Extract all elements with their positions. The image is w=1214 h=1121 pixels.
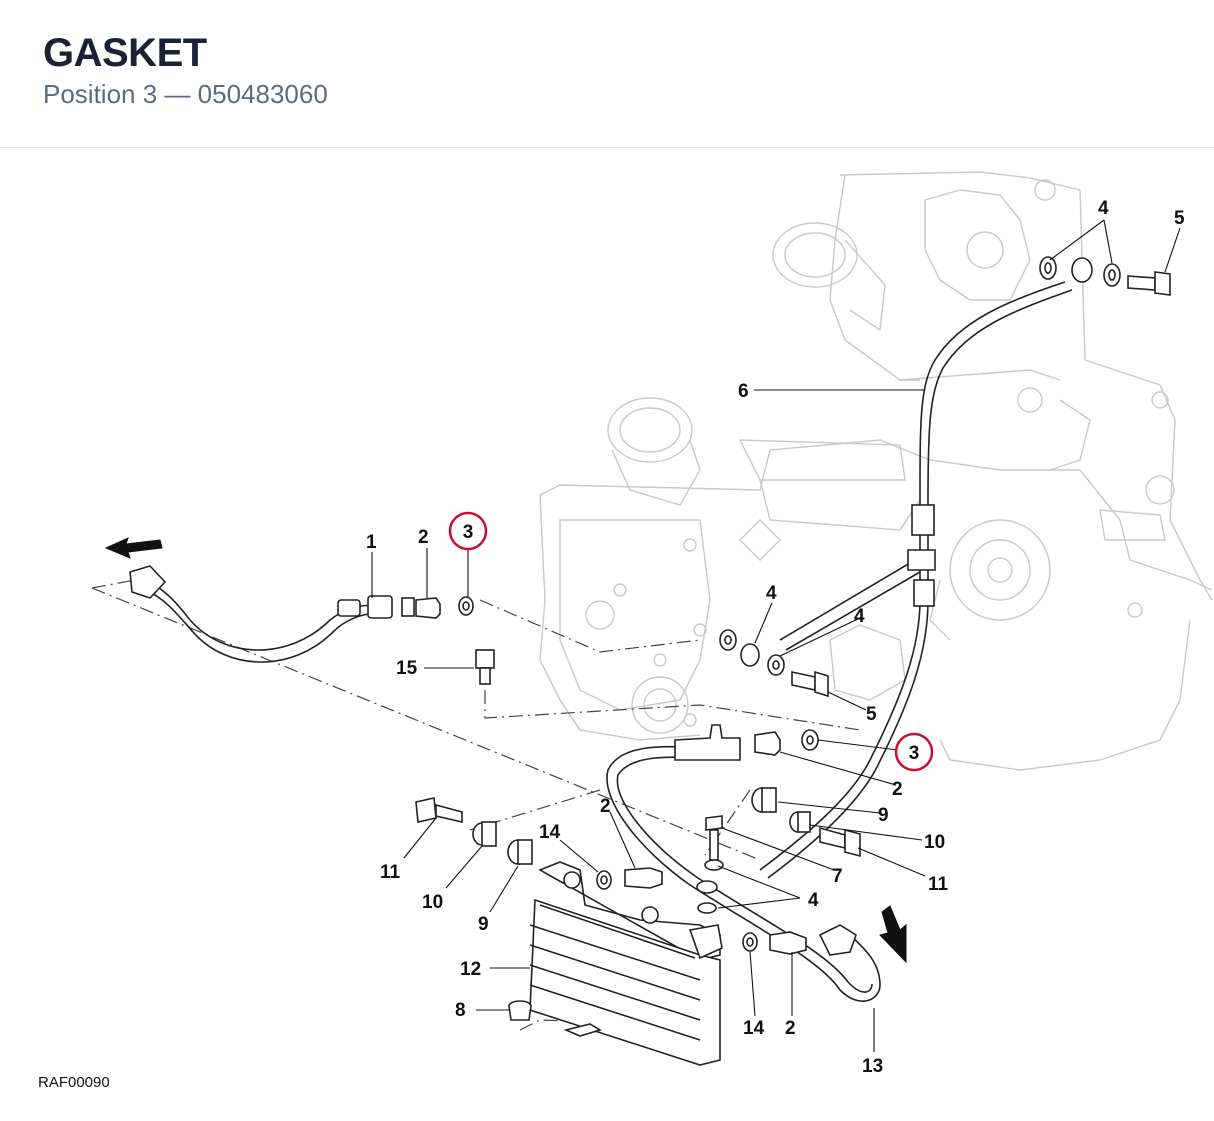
callout-4: 4 [808, 890, 819, 911]
callout-8: 8 [455, 1000, 466, 1021]
callout-2: 2 [600, 796, 611, 817]
highlight-callout-3-lower[interactable]: 3 [894, 732, 934, 772]
leader-lines [371, 219, 1181, 1052]
exploded-parts-diagram: 1 2 15 4 5 6 4 4 5 2 9 10 11 7 4 2 14 11… [91, 171, 1213, 1077]
temperature-sensor [475, 649, 495, 685]
callout-2: 2 [785, 1018, 796, 1039]
callout-4: 4 [1098, 198, 1109, 219]
callout-6: 6 [738, 381, 749, 402]
callout-11: 11 [928, 874, 949, 895]
callout-14: 14 [539, 822, 561, 843]
callout-10: 10 [924, 832, 945, 853]
highlight-callout-3-upper[interactable]: 3 [448, 511, 488, 551]
callout-4: 4 [766, 583, 777, 604]
header: GASKET Position 3 — 050483060 [0, 0, 1214, 148]
part-number: 050483060 [197, 79, 328, 109]
flow-down-right-arrow [879, 905, 907, 964]
callout-15: 15 [396, 658, 418, 679]
callout-3: 3 [463, 522, 474, 543]
highlighted-callouts: 3 3 [448, 511, 934, 772]
lower-right-fittings [742, 924, 857, 956]
left-bolt-group [415, 797, 663, 890]
lower-t-fitting [674, 724, 819, 761]
callout-12: 12 [460, 959, 481, 980]
position-label: Position 3 [43, 79, 158, 109]
hose-1-fittings [129, 565, 474, 619]
direction-arrows [104, 537, 907, 964]
callout-5: 5 [866, 704, 877, 725]
middle-fittings [719, 629, 829, 698]
separator: — [164, 79, 191, 109]
callout-2: 2 [892, 779, 903, 800]
callout-5: 5 [1174, 208, 1185, 229]
callout-labels: 1 2 15 4 5 6 4 4 5 2 9 10 11 7 4 2 14 11… [366, 198, 1185, 1077]
callout-9: 9 [478, 914, 489, 935]
right-bolt-group [696, 787, 861, 914]
callout-10: 10 [422, 892, 443, 913]
callout-3: 3 [909, 743, 920, 764]
oil-cooler [508, 861, 723, 1066]
page-title: GASKET [43, 31, 207, 75]
engine-outline [539, 171, 1213, 771]
callout-1: 1 [366, 532, 377, 553]
callout-13: 13 [862, 1056, 883, 1077]
callout-9: 9 [878, 805, 889, 826]
callout-14: 14 [743, 1018, 765, 1039]
upper-fittings [907, 256, 1171, 607]
callout-7: 7 [832, 866, 843, 887]
diagram-reference-code: RAF00090 [38, 1074, 110, 1091]
callout-11: 11 [380, 862, 401, 883]
page-subtitle: Position 3 — 050483060 [43, 78, 328, 110]
callout-2: 2 [418, 527, 429, 548]
callout-4: 4 [854, 606, 865, 627]
flow-left-arrow [104, 537, 163, 559]
